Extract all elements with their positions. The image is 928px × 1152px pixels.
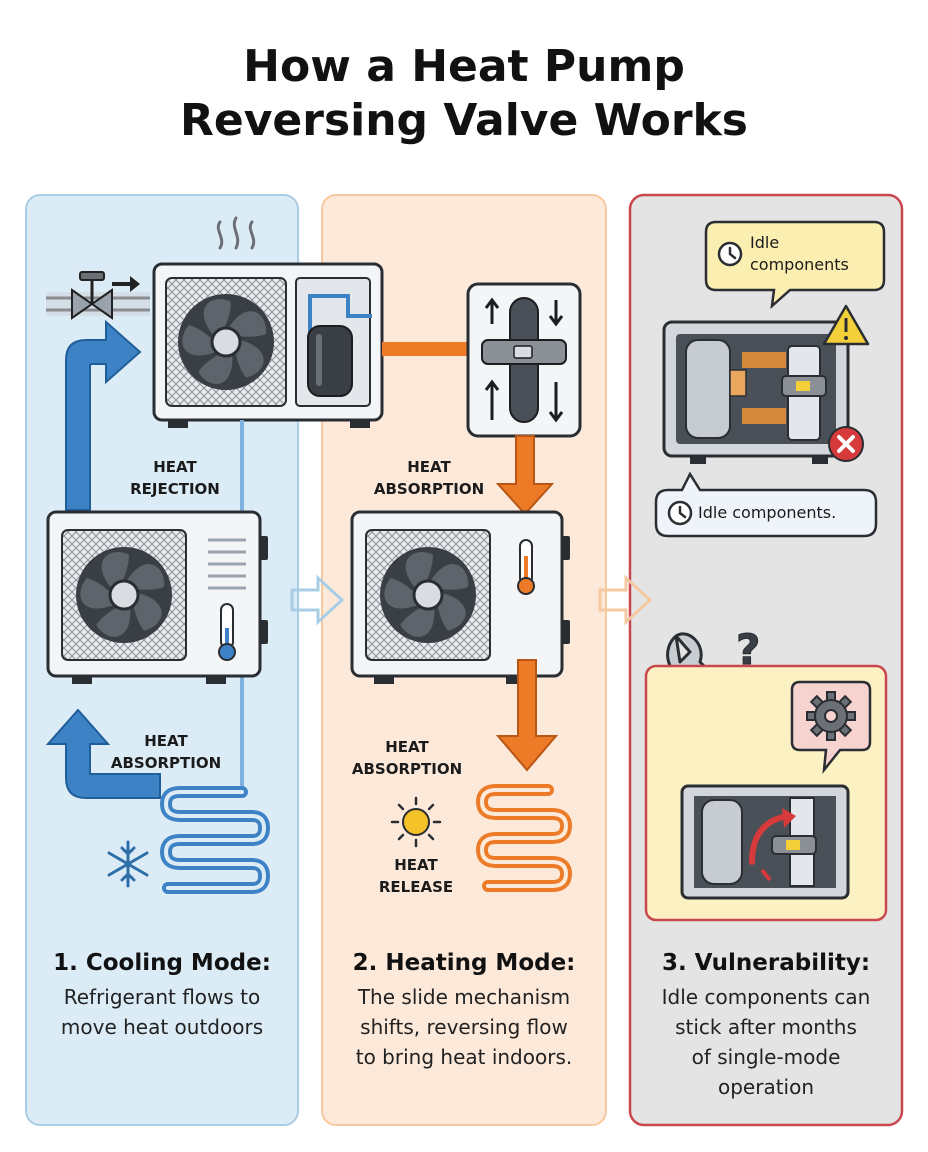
flow-arrow-down bbox=[495, 435, 555, 516]
gear-icon bbox=[806, 691, 856, 741]
serviced-valve-box bbox=[680, 784, 850, 900]
label-heat-rejection: HEAT REJECTION bbox=[130, 458, 220, 498]
caption-heating-heading: 2. Heating Mode: bbox=[352, 950, 576, 976]
clock-icon bbox=[717, 241, 743, 267]
page-title: How a Heat Pump Reversing Valve Works bbox=[0, 40, 928, 148]
outdoor-unit-heating bbox=[350, 510, 570, 684]
flow-arrow-up bbox=[65, 319, 142, 511]
compressor-icon bbox=[307, 325, 353, 397]
valve-icon bbox=[46, 271, 150, 320]
label-heat-absorption-top: HEAT ABSORPTION bbox=[373, 458, 485, 498]
reversing-valve bbox=[466, 282, 582, 438]
snowflake-icon bbox=[107, 840, 149, 888]
caption-cooling-line-2: move heat outdoors bbox=[60, 1015, 264, 1039]
sun-icon bbox=[390, 796, 442, 848]
label-heat-absorption-mid: HEAT ABSORPTION bbox=[351, 738, 463, 778]
caption-vulnerability-line-4: operation bbox=[717, 1075, 815, 1099]
caption-cooling-heading: 1. Cooling Mode: bbox=[53, 950, 271, 976]
stuck-valve-box bbox=[662, 320, 850, 464]
label-heat-release: HEAT RELEASE bbox=[378, 856, 454, 896]
arrow-icon bbox=[290, 574, 345, 626]
caption-vulnerability-heading: 3. Vulnerability: bbox=[661, 950, 871, 976]
bubble-middle bbox=[654, 471, 878, 538]
steam-icon bbox=[216, 216, 256, 250]
caption-vulnerability-line-3: of single-mode bbox=[691, 1045, 841, 1069]
bubble-top bbox=[704, 220, 886, 310]
flow-arrow-down-2 bbox=[495, 659, 559, 772]
caption-vulnerability-line-1: Idle components can bbox=[661, 985, 871, 1009]
title-line-1: How a Heat Pump bbox=[243, 41, 685, 92]
caption-heating-line-3: to bring heat indoors. bbox=[355, 1045, 573, 1069]
error-icon bbox=[828, 426, 864, 462]
flow-arrow-return bbox=[45, 708, 161, 799]
caption-cooling-line-1: Refrigerant flows to bbox=[63, 985, 261, 1009]
caption-heating-line-1: The slide mechanism bbox=[357, 985, 571, 1009]
bubble-middle-text: Idle components. bbox=[698, 503, 837, 522]
outdoor-unit bbox=[152, 262, 384, 428]
caption-cooling: 1. Cooling Mode: Refrigerant flows to mo… bbox=[30, 948, 294, 1042]
bubble-top-text: Idle components bbox=[750, 233, 849, 274]
indoor-unit bbox=[46, 510, 268, 684]
caption-heating-line-2: shifts, reversing flow bbox=[360, 1015, 568, 1039]
clock-icon bbox=[667, 500, 693, 526]
thermometer-icon bbox=[218, 603, 236, 661]
caption-vulnerability: 3. Vulnerability: Idle components can st… bbox=[634, 948, 898, 1102]
label-heat-absorption-cooling: HEAT ABSORPTION bbox=[110, 732, 222, 772]
thermometer-icon bbox=[517, 539, 535, 595]
caption-heating: 2. Heating Mode: The slide mechanism shi… bbox=[326, 948, 602, 1072]
warning-icon bbox=[822, 304, 870, 346]
caption-vulnerability-line-2: stick after months bbox=[675, 1015, 857, 1039]
arrow-icon bbox=[598, 574, 653, 626]
title-line-2: Reversing Valve Works bbox=[180, 95, 748, 146]
